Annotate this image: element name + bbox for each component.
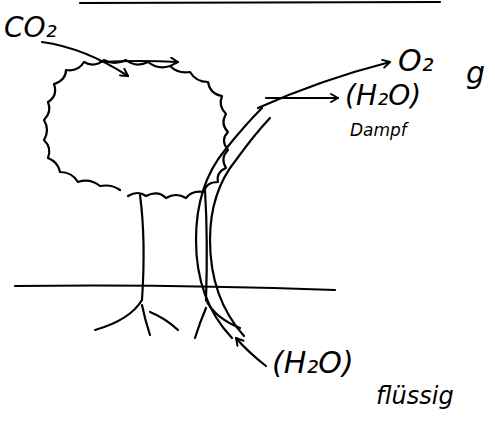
trunk-line: [140, 195, 144, 300]
water-arrow: [236, 338, 266, 366]
state-label: Dampf: [350, 122, 407, 139]
water-channel: [210, 118, 270, 336]
co2-label: CO₂: [4, 14, 57, 42]
trunk-line: [205, 190, 207, 300]
co2-arrow: [100, 61, 178, 62]
vapour-formula: (H₂O): [345, 82, 421, 110]
cut-letter: g: [466, 58, 485, 88]
o2-label: O₂: [398, 46, 434, 76]
underline: [80, 2, 440, 3]
water-formula: (H₂O): [272, 348, 354, 378]
vapour-arrow: [266, 97, 338, 99]
co2-arrow: [42, 42, 128, 76]
tree-crown: [44, 60, 228, 198]
ground-line: [15, 286, 335, 291]
state-label: flüssig: [376, 384, 454, 408]
water-channel: [196, 108, 262, 338]
